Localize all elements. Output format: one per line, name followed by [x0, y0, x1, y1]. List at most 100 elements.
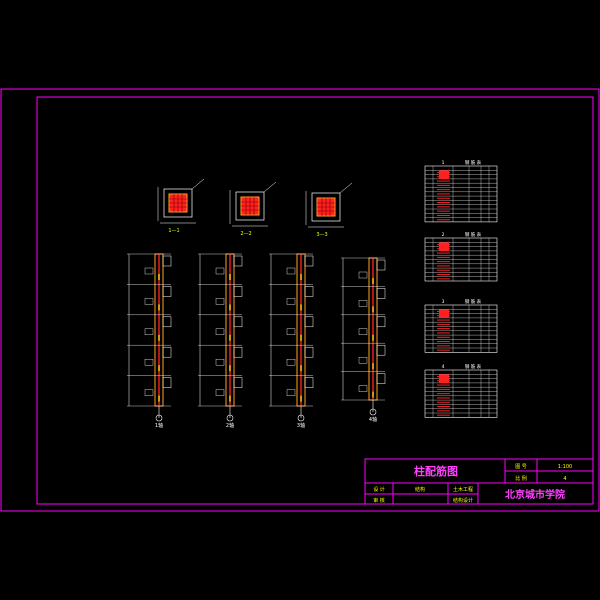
annotation-box [215, 298, 225, 305]
annotation-box [286, 389, 296, 396]
beam-stub [304, 316, 314, 328]
leader-line [339, 182, 353, 194]
schedule-frame [424, 369, 498, 418]
annotation-box [215, 267, 225, 275]
section-3: 3—3 [305, 182, 353, 238]
annotation-box [358, 385, 368, 392]
schedule-title: 钢 筋 表 [465, 159, 482, 166]
annotation-box [358, 357, 368, 364]
section-label: 3—3 [316, 232, 327, 238]
beam-stub [304, 377, 314, 388]
schedule-frame [424, 165, 498, 223]
rebar-shape-block [439, 309, 449, 318]
beam-stub [304, 255, 314, 267]
institution-name: 北京城市学院 [505, 488, 565, 501]
section-2: 2—2 [229, 181, 277, 237]
elevation-4: 4轴 [341, 257, 386, 423]
elevation-label: 2轴 [226, 422, 234, 429]
schedule-tag: 4 [442, 364, 445, 370]
annotation-box [215, 359, 225, 366]
schedule-tag: 2 [442, 232, 445, 238]
beam-stub [304, 346, 314, 358]
beam-stub [162, 377, 172, 388]
beam-stub [304, 286, 314, 297]
annotation-box [144, 267, 154, 275]
annotation-box [358, 328, 368, 335]
annotation-box [358, 300, 368, 307]
column-elevations: 1轴 2轴 3轴 4轴 [127, 253, 386, 429]
inner-frame [36, 96, 594, 505]
title-block: 柱配筋图 图 号 比 例 1:100 4 设 计 审 核 结构 土木工程 结构设… [364, 458, 594, 505]
leader-line [263, 181, 277, 193]
elevation-label: 1轴 [155, 422, 163, 429]
annotation-box [144, 298, 154, 305]
beam-stub [233, 286, 243, 297]
annotation-box [286, 328, 296, 335]
beam-stub [233, 377, 243, 388]
beam-stub [376, 288, 386, 299]
rebar-shape-block [439, 242, 449, 251]
section-label: 2—2 [240, 231, 251, 237]
beam-stub [233, 255, 243, 267]
beam-stub [376, 259, 386, 271]
drawing-title: 柱配筋图 [414, 464, 458, 478]
annotation-box [215, 389, 225, 396]
leader-line [191, 178, 205, 190]
beam-stub [376, 344, 386, 356]
field-scale-label: 比 例 [515, 475, 527, 482]
annotation-box [286, 359, 296, 366]
annotation-box [144, 359, 154, 366]
schedule-title: 钢 筋 表 [465, 298, 482, 305]
sign-value: 结构 [415, 486, 425, 493]
beam-stub [233, 346, 243, 358]
field-sheet-value: 4 [563, 476, 566, 482]
annotation-box [215, 328, 225, 335]
elevation-2: 2轴 [198, 253, 243, 429]
schedule-1: 钢 筋 表 1 [424, 159, 498, 223]
column-sections: 1—1 2—2 3—3 [157, 178, 353, 238]
section-1: 1—1 [157, 178, 205, 234]
annotation-box [286, 298, 296, 305]
outer-frame [0, 88, 600, 512]
section-outline [311, 192, 341, 222]
schedule-4: 钢 筋 表 4 [424, 363, 498, 418]
beam-stub [162, 316, 172, 328]
elevation-3: 3轴 [269, 253, 314, 429]
beam-stub [376, 316, 386, 328]
annotation-box [358, 271, 368, 279]
annotation-box [144, 389, 154, 396]
beam-stub [233, 316, 243, 328]
schedule-2: 钢 筋 表 2 [424, 231, 498, 282]
beam-stub [376, 373, 386, 384]
rebar-schedules: 钢 筋 表 1 钢 筋 表 2 钢 筋 表 3 钢 筋 表 4 [424, 159, 498, 418]
role-design: 设 计 [373, 486, 385, 493]
schedule-tag: 3 [442, 299, 445, 305]
section-outline [163, 188, 193, 218]
class-value: 结构设计 [453, 497, 473, 504]
role-check: 审 核 [373, 497, 385, 504]
schedule-frame [424, 304, 498, 353]
axis-bubble [226, 414, 234, 422]
major-value: 土木工程 [453, 486, 473, 493]
schedule-title: 钢 筋 表 [465, 231, 482, 238]
field-scale-value: 1:100 [558, 464, 572, 470]
axis-bubble [297, 414, 305, 422]
elevation-1: 1轴 [127, 253, 172, 429]
rebar-shape-block [439, 170, 449, 179]
elevation-label: 3轴 [297, 422, 305, 429]
field-no-label: 图 号 [515, 464, 527, 470]
section-label: 1—1 [168, 228, 179, 234]
section-outline [235, 191, 265, 221]
beam-stub [162, 346, 172, 358]
annotation-box [144, 328, 154, 335]
elevation-label: 4轴 [369, 416, 377, 423]
schedule-3: 钢 筋 表 3 [424, 298, 498, 353]
axis-bubble [155, 414, 163, 422]
axis-bubble [369, 408, 377, 416]
beam-stub [162, 255, 172, 267]
schedule-tag: 1 [442, 160, 445, 166]
rebar-shape-block [439, 374, 449, 383]
schedule-title: 钢 筋 表 [465, 363, 482, 370]
beam-stub [162, 286, 172, 297]
